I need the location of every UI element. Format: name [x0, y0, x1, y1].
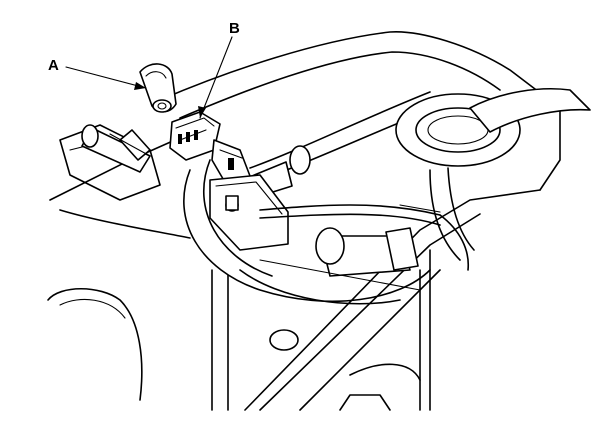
- body-frame: [49, 31, 561, 411]
- coiled-hose: [395, 88, 591, 261]
- hose-part-a: [139, 63, 177, 113]
- leader-lines: [65, 36, 233, 119]
- mounting-bracket: [209, 174, 289, 251]
- body-loop: [183, 159, 431, 351]
- canister: [239, 227, 421, 305]
- callout-a-label: A: [48, 57, 59, 74]
- wire-harness: [259, 204, 470, 271]
- left-pipe: [81, 124, 151, 173]
- callout-b-label: B: [229, 20, 240, 37]
- purge-valve-part-b: [169, 111, 251, 185]
